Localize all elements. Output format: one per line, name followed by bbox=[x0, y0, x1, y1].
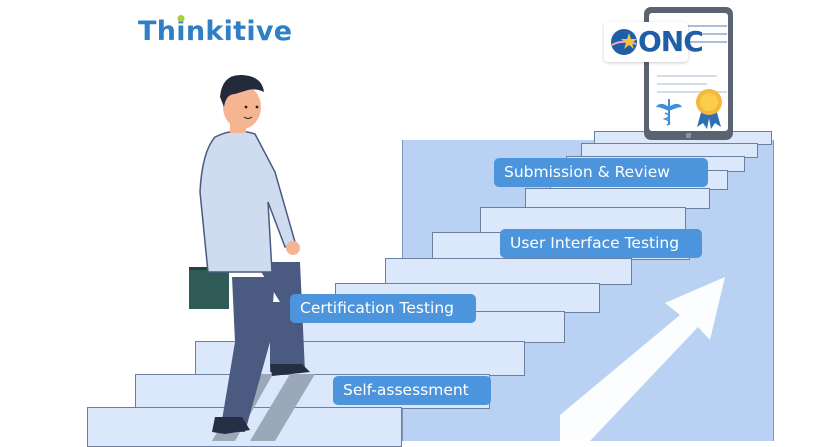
onc-text: ONC bbox=[638, 25, 704, 58]
businessman-figure bbox=[189, 74, 310, 434]
logo-dot bbox=[177, 15, 185, 22]
step-label-certification-testing: Certification Testing bbox=[290, 294, 476, 323]
logo-text-end: nkitive bbox=[185, 16, 293, 47]
step-label-submission-review: Submission & Review bbox=[494, 158, 708, 187]
step-label-user-interface-testing: User Interface Testing bbox=[500, 229, 702, 258]
stair-step bbox=[525, 188, 710, 209]
logo-i: i bbox=[176, 15, 186, 47]
step-label-self-assessment: Self-assessment bbox=[333, 376, 491, 405]
stair-step bbox=[385, 258, 632, 285]
onc-badge: ONC bbox=[604, 22, 704, 62]
upward-arrow-icon bbox=[560, 277, 725, 441]
onc-star-icon bbox=[611, 29, 637, 55]
award-ribbon-icon bbox=[696, 89, 722, 129]
logo-text-start: Th bbox=[138, 16, 177, 47]
tablet-home-button bbox=[686, 133, 691, 138]
logo-text-i: i bbox=[176, 16, 186, 47]
caduceus-icon bbox=[656, 99, 682, 126]
